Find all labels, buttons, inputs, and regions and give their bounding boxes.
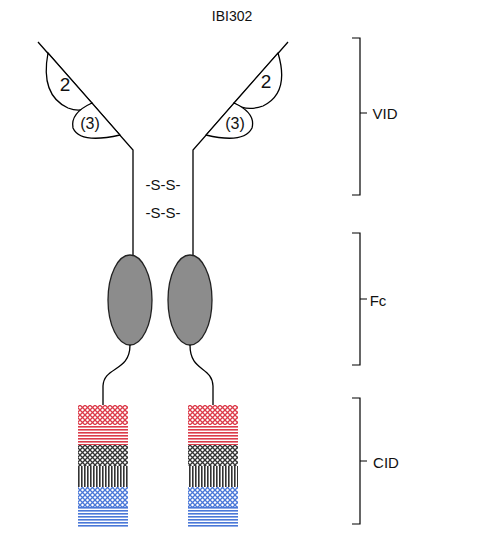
domain-number: (3) [225, 116, 245, 132]
bracket [352, 233, 367, 365]
bracket [352, 38, 367, 195]
domain-shape [206, 103, 253, 138]
domain-number: (3) [80, 116, 100, 132]
fc-oval [108, 255, 152, 345]
domain-number: 2 [60, 75, 71, 94]
heavy-chain-right [193, 42, 288, 255]
region-label: CID [373, 455, 399, 470]
region-label: VID [372, 106, 397, 121]
domain-outline [228, 48, 293, 110]
fc-oval [168, 255, 212, 345]
vid-domain-3: (3) [200, 95, 255, 143]
disulfide-bond: -S-S- [146, 177, 181, 192]
domain-number: 2 [261, 72, 272, 91]
bracket [352, 398, 367, 524]
vid-domain-2: 2 [228, 48, 293, 110]
linker [103, 345, 130, 405]
diagram-title: IBI302 [212, 9, 252, 23]
domain-shape [46, 53, 92, 110]
disulfide-bond: -S-S- [146, 205, 181, 220]
vid-domain-3: (3) [68, 95, 123, 143]
domain-shape [234, 53, 282, 108]
heavy-chain-left [38, 42, 133, 255]
vid-domain-2: 2 [40, 50, 100, 112]
linker [190, 345, 213, 405]
cid-stack [78, 405, 128, 528]
cid-stack [188, 405, 238, 528]
region-label: Fc [370, 293, 387, 308]
domain-shape [73, 103, 120, 138]
